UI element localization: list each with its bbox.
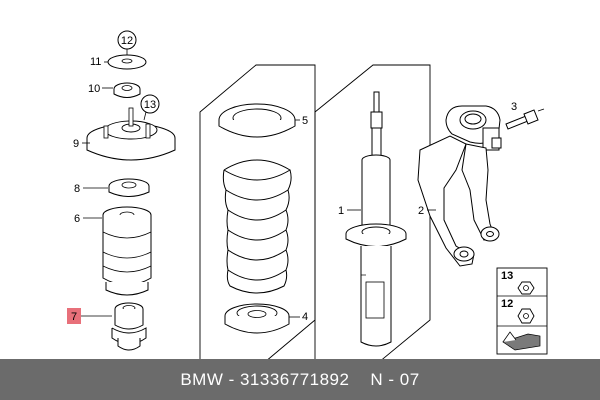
callout-9[interactable]: 9 — [73, 138, 90, 150]
callout-1[interactable]: 1 — [338, 205, 361, 217]
callout-5[interactable]: 5 — [295, 115, 308, 127]
callout-6[interactable]: 6 — [74, 213, 102, 225]
callout-13-top[interactable]: 13 — [140, 94, 160, 114]
callout-11[interactable]: 11 — [90, 56, 108, 68]
svg-text:6: 6 — [74, 213, 80, 225]
washer-11 — [107, 54, 147, 70]
callout-3[interactable]: 3 3 — [508, 101, 545, 115]
spring-pad-4 — [224, 303, 290, 334]
shock-absorber-1 — [345, 91, 407, 347]
spring-pad-5 — [218, 103, 296, 138]
svg-text:12: 12 — [501, 298, 513, 310]
bolt-3 — [505, 109, 539, 130]
footer-bar: BMW - 31336771892 N - 07 — [0, 359, 600, 400]
dust-boot-6 — [102, 206, 152, 296]
footer-gap — [349, 370, 370, 390]
fork-2 — [417, 105, 502, 267]
bump-stop-7 — [111, 302, 147, 351]
svg-text:13: 13 — [501, 270, 513, 282]
callout-4[interactable]: 4 — [289, 311, 308, 323]
svg-text:11: 11 — [90, 56, 101, 68]
svg-text:8: 8 — [74, 183, 80, 195]
svg-text:7: 7 — [71, 311, 77, 323]
svg-text:9: 9 — [73, 138, 79, 150]
svg-text:12: 12 — [121, 35, 133, 47]
strut-mount-9 — [86, 107, 176, 161]
bushing-10 — [113, 82, 141, 98]
part-number: BMW - 31336771892 — [180, 369, 350, 389]
legend-item-12[interactable]: 12 — [501, 298, 535, 324]
legend-arrow-icon — [502, 331, 541, 351]
svg-text:4: 4 — [302, 311, 308, 323]
callout-10[interactable]: 10 — [88, 83, 113, 95]
svg-text:3: 3 — [511, 101, 517, 113]
callout-2[interactable]: 2 — [418, 205, 436, 217]
callout-7-highlighted[interactable]: 7 — [67, 308, 112, 324]
svg-text:13: 13 — [144, 99, 156, 111]
legend-item-13[interactable]: 13 — [501, 270, 535, 295]
coil-spring — [222, 159, 292, 294]
svg-text:1: 1 — [338, 205, 344, 217]
svg-text:10: 10 — [88, 83, 100, 95]
ring-8 — [108, 178, 150, 197]
svg-text:2: 2 — [418, 205, 424, 217]
svg-text:5: 5 — [302, 115, 308, 127]
page-reference: N - 07 — [370, 369, 420, 389]
callout-12-top[interactable]: 12 — [117, 30, 137, 50]
callout-8[interactable]: 8 — [74, 183, 108, 195]
